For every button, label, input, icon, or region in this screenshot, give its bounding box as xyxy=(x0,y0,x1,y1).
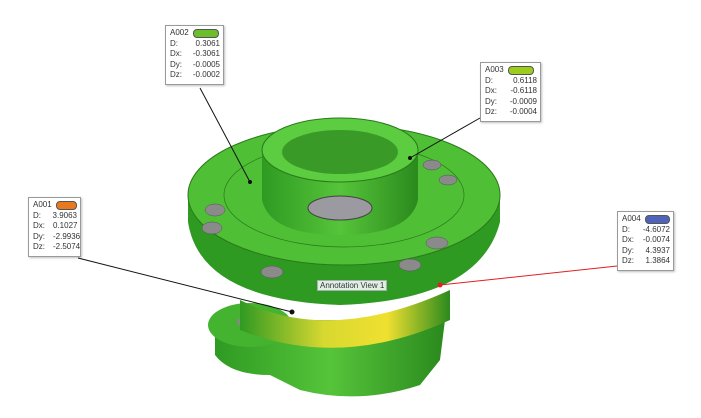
annotation-a001[interactable]: A001 D: 3.9063 Dx: 0.1027 Dy: -2.9936 Dz: -2… xyxy=(28,197,81,257)
value: -0.0002 xyxy=(192,70,220,79)
value: -0.6118 xyxy=(510,86,537,95)
label: Dy: xyxy=(485,96,497,106)
color-swatch xyxy=(55,200,77,210)
annotation-id: A003 xyxy=(485,65,504,74)
hub-bore xyxy=(282,130,398,174)
value: -0.0009 xyxy=(509,96,537,106)
spline-bore xyxy=(307,195,373,221)
label: Dx: xyxy=(622,235,634,244)
value: -2.9936 xyxy=(53,231,81,241)
value: 4.3937 xyxy=(645,245,670,255)
value: 0.1027 xyxy=(53,221,78,230)
annotation-a002[interactable]: A002 D: 0.3061 Dx: -0.3061 Dy: -0.0005 Dz: -… xyxy=(165,25,224,85)
deviation-band xyxy=(240,290,450,348)
annotation-a003[interactable]: A003 D: 0.6118 Dx: -0.6118 Dy: -0.0009 Dz: -… xyxy=(480,62,541,122)
label: Dx: xyxy=(170,49,182,58)
value: -0.0005 xyxy=(192,59,220,69)
flange-bolt-holes xyxy=(201,159,458,279)
value: -2.5074 xyxy=(53,242,81,251)
value: 1.3864 xyxy=(645,256,670,265)
value: 0.3061 xyxy=(195,38,220,48)
value: -0.0004 xyxy=(509,107,537,116)
label: Dx: xyxy=(33,221,45,230)
annotation-a004[interactable]: A004 D: -4.6072 Dx: -0.0074 Dy: 4.3937 Dz: 1… xyxy=(617,211,674,271)
label: Dy: xyxy=(170,59,182,69)
annotation-id: A002 xyxy=(170,28,189,37)
label: Dz: xyxy=(33,242,45,251)
label: D: xyxy=(485,75,493,85)
label: Dx: xyxy=(485,86,497,95)
label: D: xyxy=(33,210,41,220)
annotation-view-label[interactable]: Annotation View 1 xyxy=(317,280,388,291)
label: Dz: xyxy=(622,256,634,265)
label: Dy: xyxy=(33,231,45,241)
label: Dy: xyxy=(622,245,634,255)
label: Dz: xyxy=(485,107,497,116)
color-swatch xyxy=(644,214,670,224)
value: -0.0074 xyxy=(642,235,670,244)
color-swatch xyxy=(192,28,219,38)
label: Dz: xyxy=(170,70,182,79)
value: -4.6072 xyxy=(642,224,670,234)
value: -0.3061 xyxy=(192,49,220,58)
annotation-id: A004 xyxy=(622,214,641,223)
color-swatch xyxy=(507,65,534,75)
annotation-id: A001 xyxy=(33,200,52,209)
label: D: xyxy=(622,224,630,234)
label: D: xyxy=(170,38,178,48)
value: 0.6118 xyxy=(513,75,537,85)
value: 3.9063 xyxy=(52,210,77,220)
